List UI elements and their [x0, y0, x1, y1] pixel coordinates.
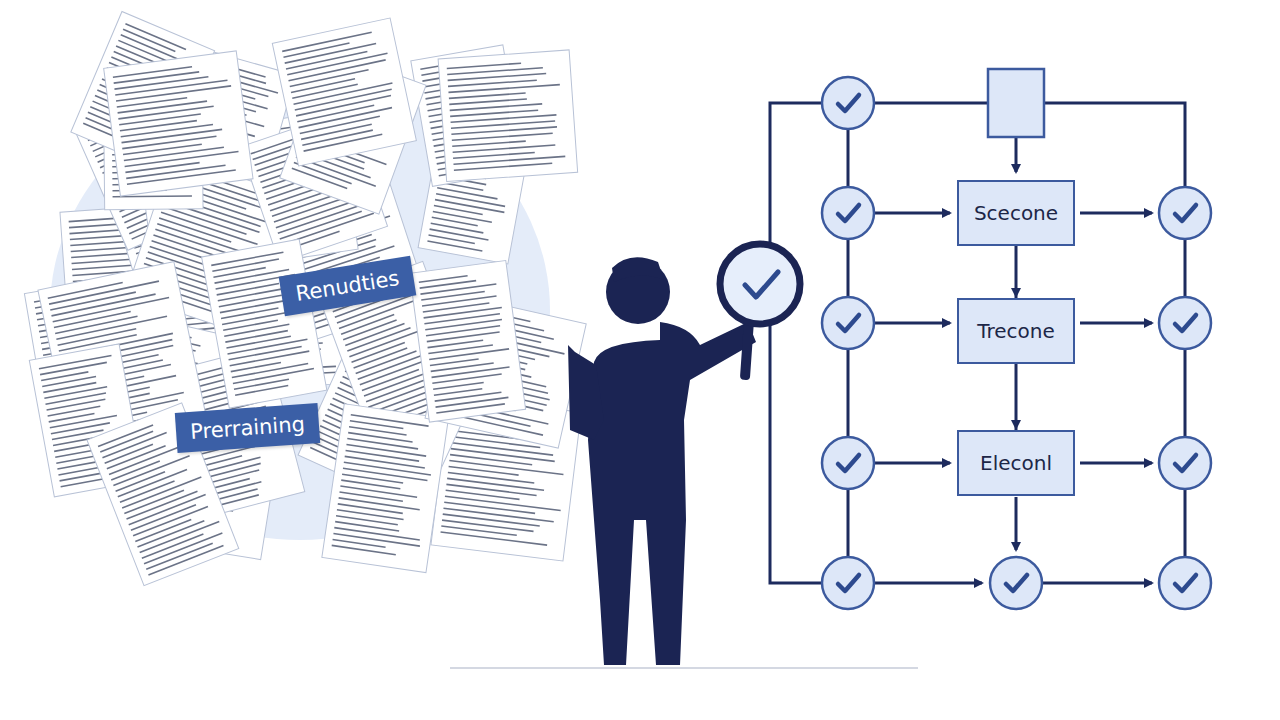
- paper-sheet: [104, 51, 253, 196]
- empty-square: [988, 69, 1044, 137]
- ground-line: [450, 667, 918, 669]
- node-text: Scecone: [974, 201, 1058, 225]
- process-box: Scecone: [957, 180, 1075, 246]
- flow-arrow: [1011, 246, 1021, 298]
- paper-sheet: [322, 404, 448, 573]
- node-text: Trecone: [977, 319, 1055, 343]
- node-text: Eleconl: [980, 451, 1052, 475]
- paper-sheet: [438, 50, 578, 182]
- check-circles: [822, 77, 1211, 609]
- node-text: Renudties: [294, 266, 401, 306]
- paper-sheet: [410, 261, 526, 423]
- person-figure: [568, 244, 800, 665]
- document-pile: [24, 11, 586, 585]
- process-box: Trecone: [957, 298, 1075, 364]
- flow-lines: [770, 103, 1185, 583]
- paper-sheet: [272, 18, 416, 166]
- node-text: Prerraining: [189, 412, 305, 444]
- paper-sheet: [202, 239, 327, 408]
- process-box: Eleconl: [957, 430, 1075, 496]
- flow-arrow: [1011, 364, 1021, 430]
